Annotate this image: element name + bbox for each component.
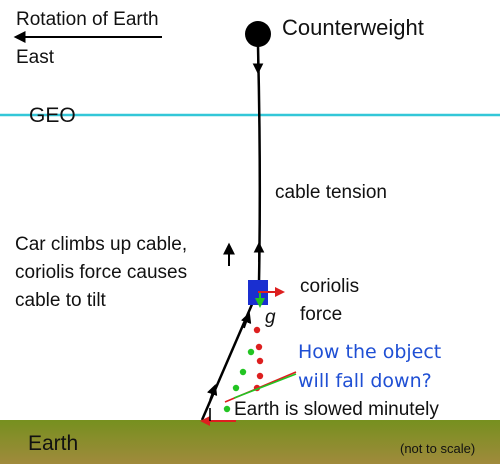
counterweight-label: Counterweight [282, 15, 424, 40]
question-line-1: How the object [298, 341, 441, 363]
red-dot [256, 357, 264, 365]
earth-ground [0, 420, 500, 464]
red-dot [255, 343, 263, 351]
cable-lower-arrow-top [241, 311, 252, 329]
counterweight-ball [245, 21, 271, 47]
question-line-2: will fall down? [298, 370, 432, 392]
earth-slowed-label: Earth is slowed minutely [234, 399, 439, 420]
cable-tension-label: cable tension [275, 182, 387, 203]
red-dot [256, 372, 264, 380]
geo-label: GEO [29, 104, 76, 127]
green-dot [223, 405, 231, 413]
earth-label: Earth [28, 432, 78, 455]
cable-lower-arrow-bottom [207, 383, 218, 401]
east-label: East [16, 47, 55, 68]
green-dot [247, 348, 255, 356]
green-dot [232, 384, 240, 392]
coriolis-label-1: coriolis [300, 276, 359, 297]
coriolis-label-2: force [300, 304, 342, 325]
car-climbs-label-2: coriolis force causes [15, 262, 187, 283]
gravity-label: g [265, 307, 276, 328]
car-climbs-label-3: cable to tilt [15, 290, 107, 311]
rotation-label: Rotation of Earth [16, 9, 159, 30]
red-dot [253, 326, 261, 334]
green-dot [239, 368, 247, 376]
not-to-scale-label: (not to scale) [400, 441, 475, 456]
question-pointer-green [233, 373, 297, 399]
car-climbs-label-1: Car climbs up cable, [15, 234, 187, 255]
green-fall-path [223, 348, 255, 413]
red-fall-path [253, 326, 264, 392]
